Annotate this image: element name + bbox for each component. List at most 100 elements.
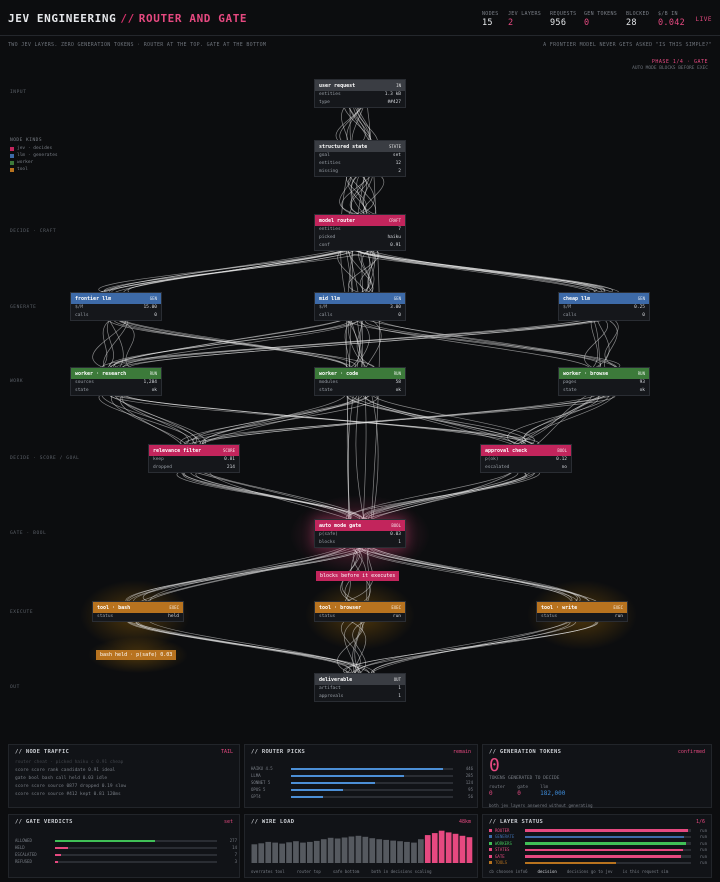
wire — [102, 317, 608, 368]
wire-load-bar — [445, 832, 452, 863]
wire — [101, 317, 113, 368]
layer-row: STATES run — [489, 847, 707, 854]
wire — [122, 317, 359, 368]
wire-load-bar — [307, 841, 313, 863]
traffic-line: score score source 0877 dropped 0.19 slo… — [15, 784, 127, 789]
wire-load-bar — [258, 843, 265, 863]
layer-bar — [525, 829, 688, 832]
wire — [203, 393, 607, 445]
layer-label: WORKERS — [495, 840, 512, 846]
wire — [584, 317, 609, 368]
wire — [110, 317, 593, 368]
layer-label: ROUTER — [495, 827, 510, 833]
wire — [176, 470, 364, 520]
verdict-label: ALLOWED — [15, 838, 32, 843]
wire — [126, 544, 370, 602]
wire — [188, 393, 599, 445]
wire — [361, 317, 617, 368]
wire — [180, 393, 369, 445]
traffic-line: score score source #412 kept 0.81 120ms — [15, 792, 121, 797]
wire — [114, 393, 206, 445]
wire-load-bar — [286, 842, 292, 863]
wire — [126, 619, 350, 674]
router-pick-label: SONNET 5 — [251, 780, 271, 785]
router-pick-row: SONNET 5 124 — [251, 779, 473, 786]
quote: A FRONTIER MODEL NEVER GETS ASKED "IS TH… — [543, 42, 712, 48]
wire — [109, 393, 540, 445]
wire — [365, 393, 532, 445]
legend-swatch — [10, 146, 14, 151]
layer-bar — [525, 842, 687, 845]
layer-label: GENERATE — [495, 834, 515, 840]
layer-label: STATES — [495, 847, 510, 853]
wire-load-bar — [404, 841, 410, 863]
wire — [343, 619, 357, 674]
router-pick-label: HAIKU 4.5 — [251, 766, 273, 771]
router-pick-count: 56 — [468, 794, 473, 799]
wire-load-bar — [418, 839, 424, 863]
router-pick-bar — [291, 795, 324, 798]
wire — [352, 619, 369, 674]
layer-swatch — [489, 861, 492, 865]
router-pick-label: LLMA — [251, 773, 261, 778]
wire-load-bar — [293, 841, 299, 863]
legend-item: worker — [10, 160, 58, 165]
lane-label: EXECUTE — [10, 610, 34, 615]
app-title: JEV ENGINEERING//ROUTER AND GATE — [8, 12, 248, 25]
gen-token-count: 0 — [489, 755, 500, 776]
phase-label[interactable]: PHASE 1/4 · GATE — [651, 59, 708, 65]
router-pick-count: 124 — [465, 780, 473, 785]
wire — [364, 470, 515, 520]
wire-load-bar — [320, 839, 327, 863]
wire — [195, 470, 353, 520]
wire-load-bar — [279, 843, 285, 863]
wire-load-bar — [272, 842, 278, 863]
wire-load-bar — [265, 841, 272, 863]
lane-label: GATE · BOOL — [10, 531, 47, 536]
router-pick-label: GPT4 — [251, 794, 261, 799]
wire — [117, 317, 352, 368]
layer-swatch — [489, 835, 492, 839]
wire — [185, 393, 378, 445]
wire — [604, 317, 619, 368]
wire — [110, 393, 186, 445]
layer-state: run — [699, 847, 707, 853]
layer-swatch — [489, 828, 492, 832]
lane-label: DECIDE · SCORE / GOAL — [10, 456, 80, 461]
wire — [368, 544, 578, 602]
wire — [135, 619, 359, 674]
verdict-count: 7 — [234, 852, 237, 857]
wire-load-bar — [452, 833, 459, 863]
wire — [135, 619, 352, 674]
router-pick-bar — [291, 781, 376, 784]
wire — [356, 247, 605, 293]
layer-state: run — [699, 834, 707, 840]
traffic-line: gate bool bash call held 0.03 idle — [15, 776, 108, 781]
router-pick-count: 95 — [468, 787, 473, 792]
wire-load-bar — [438, 830, 445, 863]
wire — [371, 393, 535, 445]
